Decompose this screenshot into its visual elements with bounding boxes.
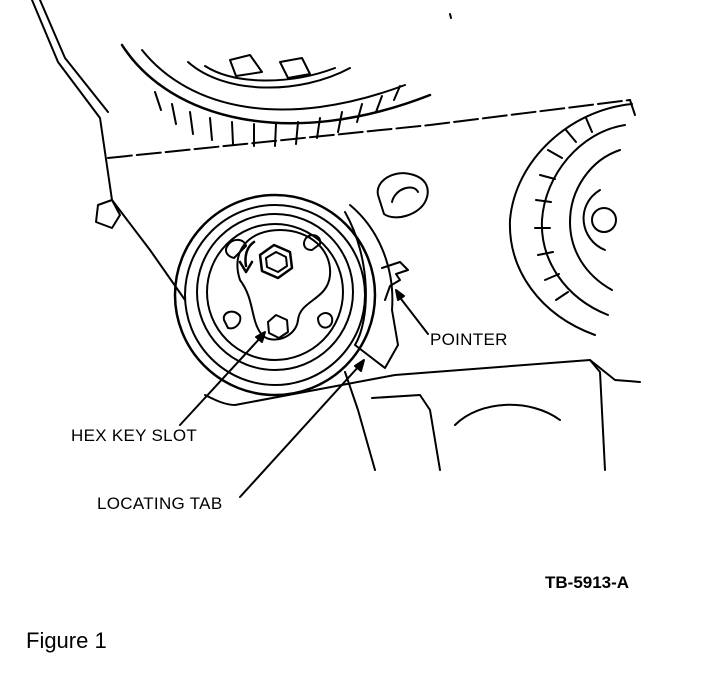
- figure-caption: Figure 1: [26, 628, 107, 653]
- locating-tab-leader: [239, 364, 361, 498]
- callout-leaders: [179, 289, 429, 498]
- camshaft-sprocket: [120, 43, 432, 147]
- hex-key-slot-label: HEX KEY SLOT: [71, 426, 198, 445]
- belt-tensioner: [173, 193, 409, 397]
- engine-block-outline: [31, 0, 636, 301]
- pointer-label: POINTER: [430, 330, 508, 349]
- bracket: [376, 172, 429, 219]
- locating-tab-label: LOCATING TAB: [97, 494, 223, 513]
- pointer-leader: [397, 294, 429, 335]
- crankshaft-pulley: [508, 103, 633, 336]
- pointer-arrowhead: [395, 289, 405, 301]
- locating-tab-arrowhead: [354, 359, 365, 372]
- hex-key-slot-arrowhead: [255, 331, 266, 343]
- reference-code: TB-5913-A: [545, 573, 630, 592]
- hex-key-slot-leader: [179, 335, 263, 426]
- lower-cover: [204, 359, 641, 471]
